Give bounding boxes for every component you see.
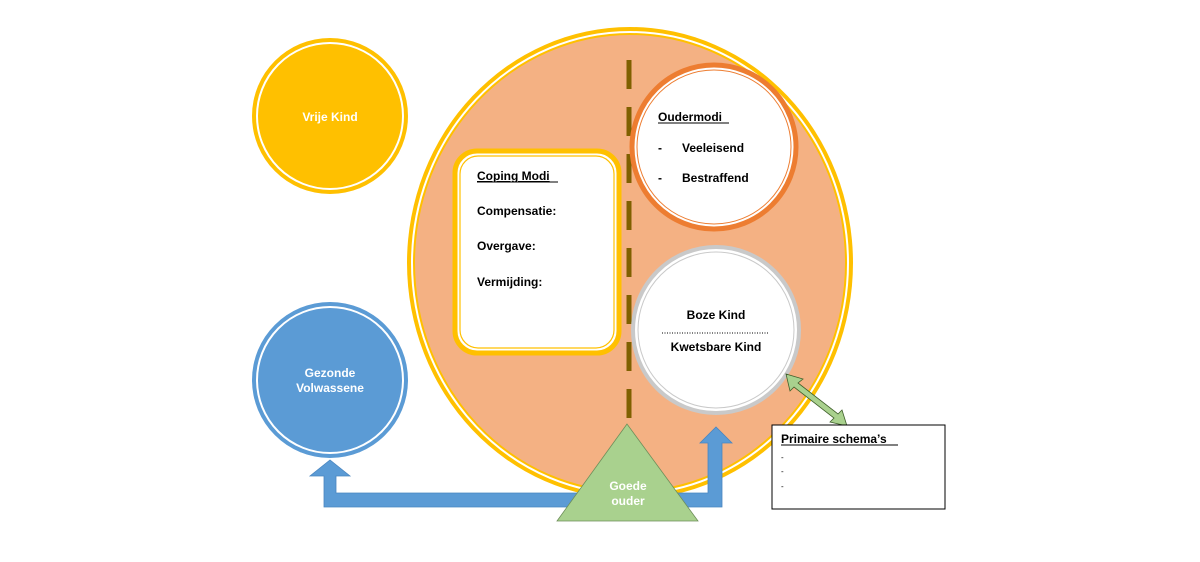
coping-box-inner-ring [459, 155, 615, 349]
oudermodi-circle [629, 62, 799, 232]
goede-ouder-triangle [556, 423, 699, 522]
gezonde-volwassene-inner-ring [256, 306, 404, 454]
coping-title: Coping Modi [477, 169, 550, 183]
goede-ouder-line2: ouder [611, 494, 645, 508]
primaire-item-2: - [781, 467, 784, 476]
vrije-kind-inner-ring [256, 42, 404, 190]
primaire-box-border [771, 424, 946, 510]
coping-box-border [452, 148, 622, 356]
oudermodi-title: Oudermodi [658, 110, 722, 124]
primaire-item-1: - [781, 453, 784, 462]
oudermodi-bullet-1: - [658, 141, 662, 155]
vrije-kind-label: Vrije Kind [302, 110, 357, 124]
primaire-title: Primaire schema’s [781, 432, 887, 446]
coping-item-vermijding: Vermijding: [477, 275, 542, 289]
vrije-kind-node[interactable]: Vrije Kind [252, 38, 408, 194]
coping-item-overgave: Overgave: [477, 239, 536, 253]
kind-node[interactable]: Boze Kind Kwetsbare Kind [631, 245, 801, 415]
arrow-to-core-circle [659, 426, 733, 508]
gezonde-volwassene-line2: Volwassene [296, 381, 364, 395]
gezonde-volwassene-line1: Gezonde [305, 366, 356, 380]
oudermodi-item-bestraffend: Bestraffend [682, 171, 749, 185]
oudermodi-bullet-2: - [658, 171, 662, 185]
kind-inner-ring [637, 251, 795, 409]
coping-modi-box[interactable]: Coping Modi Compensatie: Overgave: Vermi… [452, 148, 622, 356]
goede-ouder-line1: Goede [609, 479, 647, 493]
boze-kind-label: Boze Kind [687, 308, 746, 322]
kwetsbare-kind-label: Kwetsbare Kind [671, 340, 762, 354]
oudermodi-item-veeleisend: Veeleisend [682, 141, 744, 155]
vrije-kind-circle [252, 38, 408, 194]
oudermodi-inner-ring [636, 69, 792, 225]
arrow-to-gezonde-volwassene [308, 459, 611, 508]
primaire-schemas-box[interactable]: Primaire schema’s - - - [771, 424, 946, 510]
kind-circle [631, 245, 801, 415]
oudermodi-node[interactable]: Oudermodi - Veeleisend - Bestraffend [629, 62, 799, 232]
gezonde-volwassene-node[interactable]: Gezonde Volwassene [252, 302, 408, 458]
goede-ouder-node[interactable]: Goede ouder [556, 423, 699, 522]
primaire-item-3: - [781, 482, 784, 491]
gezonde-volwassene-circle [252, 302, 408, 458]
coping-item-compensatie: Compensatie: [477, 204, 556, 218]
